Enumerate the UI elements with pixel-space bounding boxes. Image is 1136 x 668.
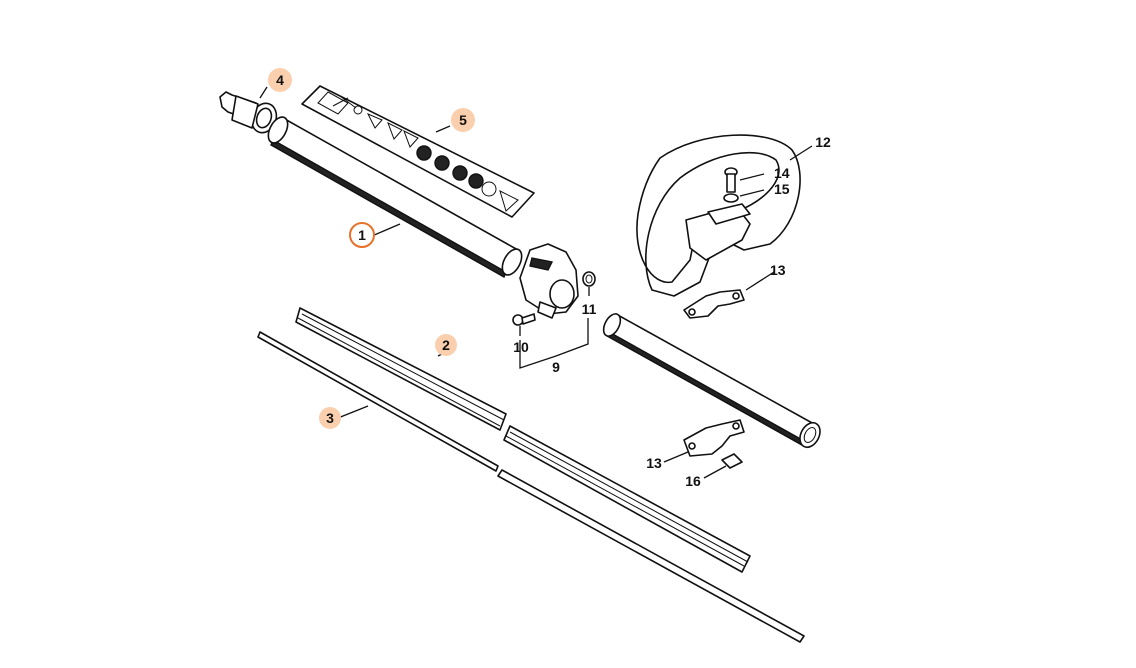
part-screw-10[interactable] [512,313,536,326]
callout-3[interactable]: 3 [319,407,341,429]
callout-label: 4 [276,72,284,88]
callout-label: 13 [646,455,662,471]
part-drive-shaft[interactable] [257,331,805,643]
callout-label: 3 [326,410,334,426]
part-handle-tube[interactable] [600,311,824,451]
part-clamp-13-lower[interactable] [683,419,745,457]
part-drive-tube[interactable] [264,114,525,279]
callout-label: 13 [770,262,786,278]
part-screw-14[interactable] [724,167,738,193]
callout-label: 12 [815,134,831,150]
callout-14[interactable]: 14 [774,165,790,181]
callout-label: 1 [358,227,366,243]
callout-4[interactable]: 4 [268,68,292,92]
callout-16[interactable]: 16 [685,473,701,489]
part-loop-handle[interactable] [636,134,801,297]
callout-12[interactable]: 12 [815,134,831,150]
bracket-line-9 [519,318,589,369]
callout-label: 9 [552,359,560,375]
callout-2[interactable]: 2 [435,334,457,356]
part-clamp-13-upper[interactable] [683,289,745,319]
callout-1[interactable]: 1 [349,222,375,248]
callout-label: 15 [774,181,790,197]
callout-5[interactable]: 5 [451,108,475,132]
callout-9[interactable]: 9 [552,359,560,375]
part-nut-16[interactable] [721,453,743,469]
part-clamp-housing[interactable] [519,243,579,319]
callout-13-lower[interactable]: 13 [646,455,662,471]
callout-15[interactable]: 15 [774,181,790,197]
part-shaft-liner[interactable] [295,307,751,573]
callout-10[interactable]: 10 [513,339,529,355]
callout-label: 5 [459,112,467,128]
callout-label: 2 [442,337,450,353]
callout-11[interactable]: 11 [582,301,597,317]
callout-label: 10 [513,339,529,355]
callout-label: 11 [582,301,597,317]
part-warning-decal[interactable] [301,85,535,218]
part-nut-11[interactable] [582,271,596,287]
leader-lines [259,86,813,479]
callout-13-upper[interactable]: 13 [770,262,786,278]
callout-label: 16 [685,473,701,489]
part-bearing-sleeve[interactable] [219,91,280,136]
part-washer-15[interactable] [723,193,739,203]
callout-label: 14 [774,165,790,181]
